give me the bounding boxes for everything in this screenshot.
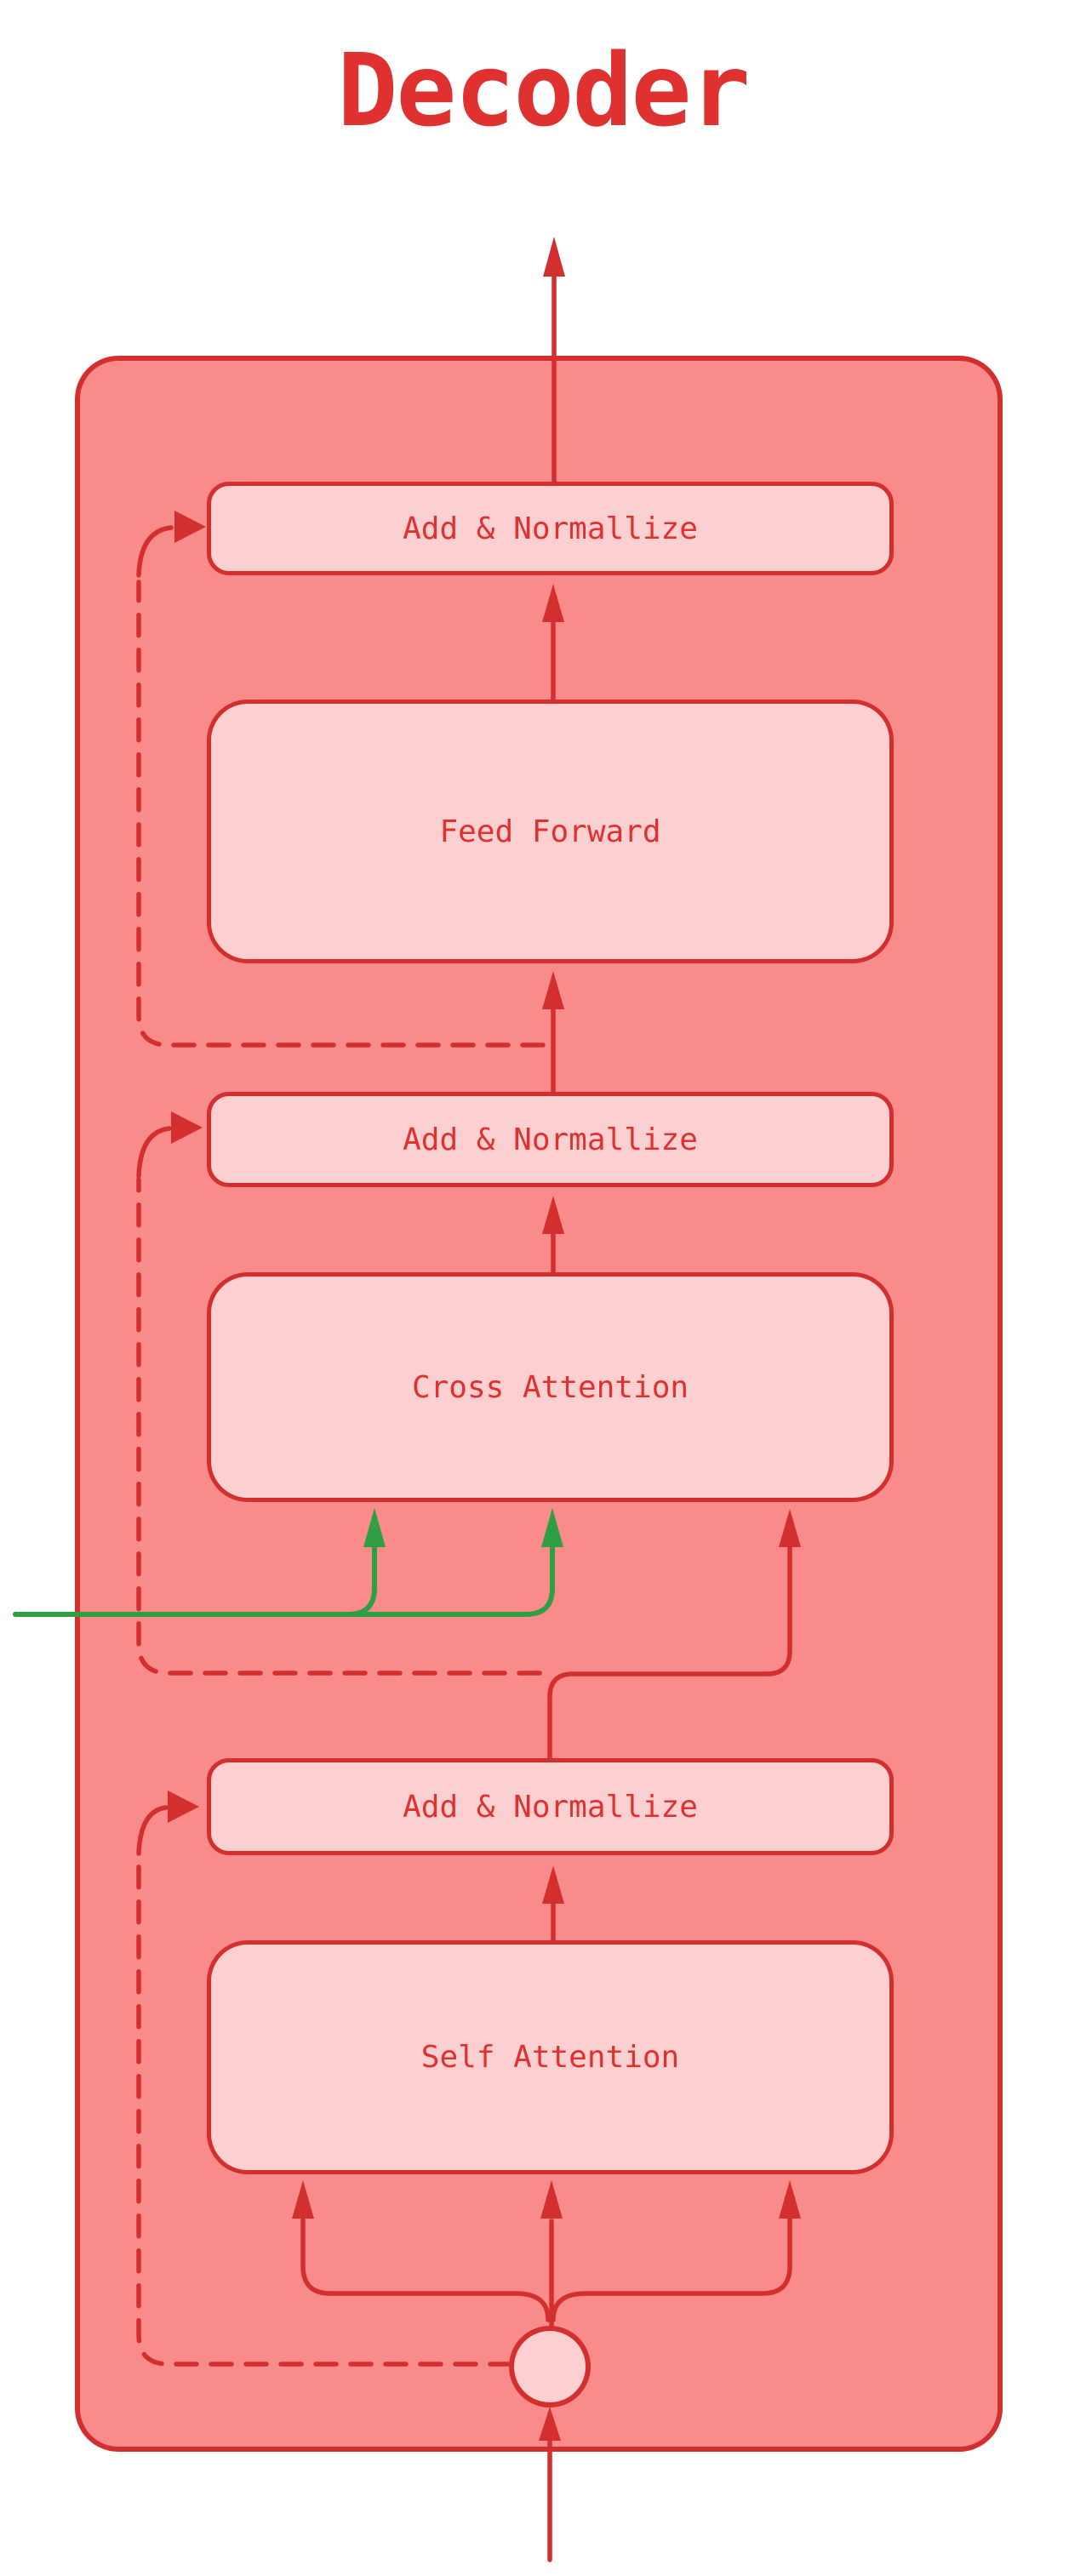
node-add-normallize-bottom: Add & Normallize bbox=[207, 1758, 894, 1855]
residual-dashed-middle bbox=[136, 1177, 542, 1676]
residual-entry-arrowhead-bottom bbox=[168, 1791, 199, 1823]
anmid-to-ff-arrowhead bbox=[542, 971, 564, 1009]
residual-dashed-bottom bbox=[136, 1856, 513, 2367]
residual-entry-curve-top bbox=[136, 525, 174, 578]
node-self-attention: Self Attention bbox=[207, 1940, 894, 2174]
residual-entry-arrowhead-top bbox=[174, 511, 206, 543]
node-label: Add & Normallize bbox=[403, 511, 698, 546]
node-label: Feed Forward bbox=[439, 814, 661, 849]
sa-fork-left bbox=[300, 2217, 551, 2322]
sa-arrowhead-middle bbox=[540, 2180, 563, 2219]
residual-dashed-top bbox=[136, 580, 546, 1048]
residual-entry-curve-bottom bbox=[136, 1805, 169, 1856]
query-arrowhead bbox=[779, 1509, 801, 1547]
node-label: Cross Attention bbox=[411, 1369, 689, 1405]
ca-to-anmid-arrowhead bbox=[542, 1196, 564, 1234]
output-arrowhead bbox=[543, 237, 565, 277]
encoder-arrowhead-right bbox=[541, 1508, 563, 1547]
sa-to-anbot-arrowhead bbox=[542, 1865, 564, 1904]
residual-entry-curve-middle bbox=[136, 1126, 172, 1179]
node-cross-attention: Cross Attention bbox=[207, 1272, 894, 1502]
diagram-title: Decoder bbox=[337, 31, 750, 149]
sa-arrowhead-left bbox=[292, 2180, 314, 2219]
encoder-input-line-main bbox=[13, 1543, 555, 1617]
input-join-circle bbox=[509, 2326, 591, 2408]
sa-arrowhead-right bbox=[779, 2180, 801, 2219]
node-feed-forward: Feed Forward bbox=[207, 700, 894, 963]
input-arrowhead bbox=[539, 2407, 561, 2441]
encoder-input-line-branch bbox=[346, 1543, 377, 1617]
node-label: Self Attention bbox=[420, 2040, 680, 2075]
sa-fork-right bbox=[551, 2217, 792, 2322]
residual-entry-arrowhead-middle bbox=[171, 1111, 203, 1144]
node-label: Add & Normallize bbox=[403, 1122, 698, 1157]
node-add-normallize-top: Add & Normallize bbox=[207, 482, 894, 575]
ff-to-antop-arrowhead bbox=[542, 584, 564, 622]
node-label: Add & Normallize bbox=[403, 1789, 698, 1825]
query-path-line bbox=[547, 1543, 792, 1761]
node-add-normallize-middle: Add & Normallize bbox=[207, 1092, 894, 1187]
encoder-arrowhead-left bbox=[363, 1508, 386, 1547]
